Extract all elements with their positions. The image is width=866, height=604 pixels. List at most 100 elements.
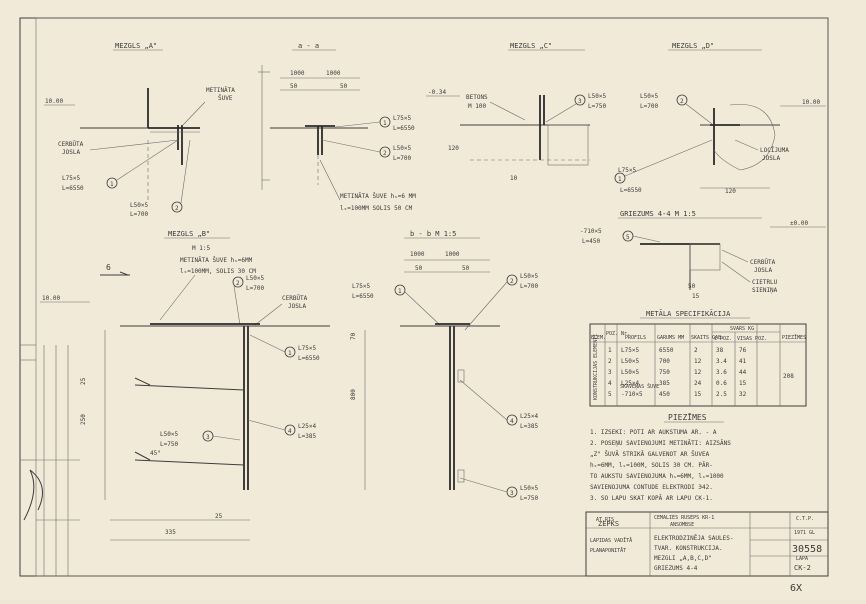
svg-text:50: 50: [415, 265, 423, 272]
spec-cell: L25×4: [621, 380, 639, 387]
svg-text:2: 2: [383, 150, 387, 157]
svg-text:ANSOMBSE: ANSOMBSE: [670, 522, 694, 528]
spec-cell: 2: [694, 347, 698, 354]
spec-cell: 76: [739, 347, 747, 354]
svg-text:10.00: 10.00: [802, 99, 820, 106]
svg-text:M 100: M 100: [468, 103, 486, 110]
section-title-c: MEZGLS „C": [510, 42, 552, 50]
svg-text:CERBŪTA: CERBŪTA: [58, 141, 84, 148]
spec-cell: 12: [694, 369, 702, 376]
sheet-number: CK-2: [794, 564, 811, 572]
svg-text:ZEPKS: ZEPKS: [598, 520, 619, 528]
spec-cell: 41: [739, 358, 747, 365]
detail-a: 10.00 METINĀTA ŠUVE CERBŪTA JOSLA L75×5 …: [44, 87, 235, 218]
spec-cell: 3: [608, 369, 612, 376]
svg-text:2: 2: [510, 278, 514, 285]
svg-text:CIETRLU: CIETRLU: [752, 279, 778, 286]
section-title-d: MEZGLS „D": [672, 42, 714, 50]
svg-text:METINĀTA ŠUVE hₛ=6MM: METINĀTA ŠUVE hₛ=6MM: [180, 257, 253, 264]
spec-cell: 1: [608, 347, 612, 354]
svg-text:335: 335: [165, 529, 176, 536]
svg-text:L=700: L=700: [520, 283, 538, 290]
svg-text:1000: 1000: [445, 251, 460, 258]
svg-text:1971 GL: 1971 GL: [794, 530, 815, 536]
svg-text:ELEKTRODZINĒJA SAULES-: ELEKTRODZINĒJA SAULES-: [654, 535, 733, 542]
margin-stamp: [20, 344, 80, 576]
svg-text:120: 120: [448, 145, 459, 152]
section-title-a: MEZGLS „A": [115, 42, 157, 50]
spec-cell: 385: [659, 380, 670, 387]
section-title-b: MEZGLS „B": [168, 230, 210, 238]
inner-frame: [35, 17, 829, 577]
svg-text:L=700: L=700: [640, 103, 658, 110]
svg-text:L50×5: L50×5: [393, 145, 411, 152]
stamp-6x: 6X: [790, 583, 802, 594]
svg-text:LOCĪJUMA: LOCĪJUMA: [760, 147, 789, 154]
svg-text:25: 25: [215, 513, 223, 520]
spec-cell: 44: [739, 369, 747, 376]
note-line: 3. SO LAPU SKAT KOPĀ AR LAPU CK-1.: [590, 495, 713, 502]
spec-cell: -710×5: [621, 391, 643, 398]
svg-text:PROFILS: PROFILS: [625, 335, 646, 341]
drawing-frame: [19, 17, 829, 577]
svg-text:L=6550: L=6550: [62, 185, 84, 192]
spec-cell: 12: [694, 358, 702, 365]
svg-text:L25×4: L25×4: [298, 423, 316, 430]
svg-text:L=700: L=700: [246, 285, 264, 292]
svg-text:1 POZ.: 1 POZ.: [714, 336, 732, 342]
svg-text:50: 50: [688, 283, 696, 290]
notes: PIEZĪMES 1. IZSEKI: POTI AR AUKSTUMA AR.…: [590, 412, 731, 502]
svg-text:CERBŪTA: CERBŪTA: [282, 295, 308, 302]
spec-table: METĀLA SPECIFIKĀCIJA ELEM. POZ. Nr. PROF…: [589, 309, 807, 407]
svg-text:POZ. Nr.: POZ. Nr.: [606, 331, 630, 337]
svg-text:50: 50: [462, 265, 470, 272]
svg-text:L=700: L=700: [393, 155, 411, 162]
section-title-aa: a - a: [298, 42, 319, 50]
svg-text:1000: 1000: [410, 251, 425, 258]
svg-text:lₛ=100MM, SOLIS 30 CM: lₛ=100MM, SOLIS 30 CM: [180, 268, 256, 275]
svg-text:ŠUVE: ŠUVE: [218, 95, 233, 102]
svg-text:LAPA: LAPA: [796, 556, 808, 562]
svg-text:PLANAPONITĀT: PLANAPONITĀT: [590, 547, 626, 554]
svg-text:-0.34: -0.34: [428, 89, 446, 96]
svg-text:L75×5: L75×5: [618, 167, 636, 174]
svg-text:-710×5: -710×5: [580, 228, 602, 235]
spec-cell: 24: [694, 380, 702, 387]
spec-cell: 32: [739, 391, 747, 398]
svg-text:L=6550: L=6550: [352, 293, 374, 300]
spec-cell: 450: [659, 391, 670, 398]
svg-text:L75×5: L75×5: [298, 345, 316, 352]
svg-text:SVARS KG: SVARS KG: [730, 326, 754, 332]
spec-cell: 3.4: [716, 358, 727, 365]
svg-text:JOSLA: JOSLA: [762, 155, 780, 162]
note-line: TO AUKSTU SAVIENOJUMA hₛ=6MM, lₛ=1000: [590, 473, 724, 480]
svg-text:50: 50: [340, 83, 348, 90]
note-line: SAVIENOJUMA CONTUDE ELEKTRODI Э42.: [590, 484, 713, 491]
svg-text:10.00: 10.00: [42, 295, 60, 302]
spec-cell: L50×5: [621, 358, 639, 365]
svg-text:5: 5: [626, 234, 630, 241]
svg-text:6: 6: [106, 263, 111, 272]
section-title-bb: b - b M 1:5: [410, 230, 456, 238]
svg-text:3: 3: [510, 490, 514, 497]
spec-cell: 5: [608, 391, 612, 398]
svg-text:45°: 45°: [150, 450, 161, 457]
detail-griezums: -710×5 L=450 5 ±0.00 CERBŪTA JOSLA CIETR…: [580, 220, 826, 300]
svg-text:L=6550: L=6550: [298, 355, 320, 362]
svg-text:CEMALIES RUSEPS KR-1: CEMALIES RUSEPS KR-1: [654, 515, 714, 521]
svg-text:L25×4: L25×4: [520, 413, 538, 420]
svg-text:L50×5: L50×5: [160, 431, 178, 438]
svg-text:MEZGLI „A,B,C,D": MEZGLI „A,B,C,D": [654, 555, 712, 562]
notes-title: PIEZĪMES: [668, 412, 707, 422]
svg-text:1: 1: [288, 350, 292, 357]
spec-cell: L75×5: [621, 347, 639, 354]
svg-text:JOSLA: JOSLA: [288, 303, 306, 310]
svg-text:C.T.P.: C.T.P.: [796, 516, 814, 522]
svg-text:4: 4: [288, 428, 292, 435]
svg-text:SIENIŅA: SIENIŅA: [752, 287, 778, 294]
spec-cell: 208: [783, 373, 794, 380]
svg-text:L50×5: L50×5: [246, 275, 264, 282]
svg-text:GARUMS MM: GARUMS MM: [657, 335, 684, 341]
spec-cell: 38: [716, 347, 724, 354]
